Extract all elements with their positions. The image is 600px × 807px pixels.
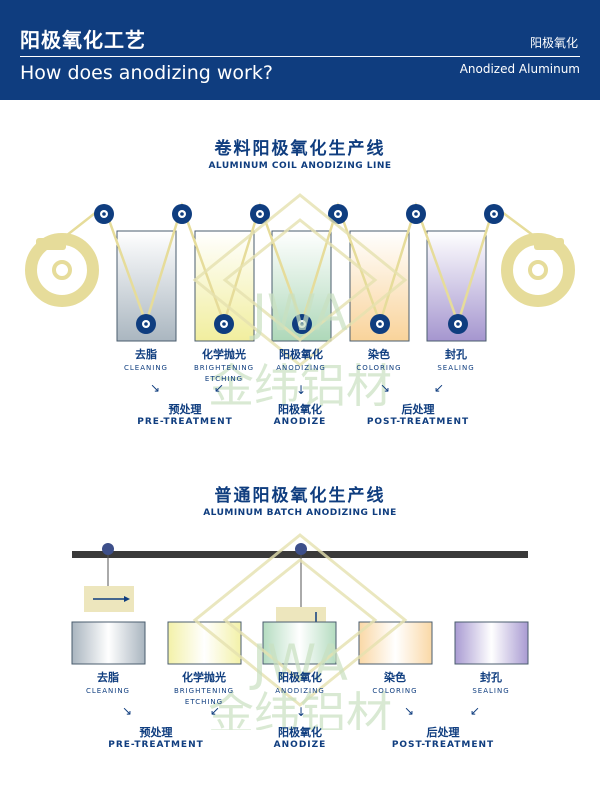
header-title-en: How does anodizing work? bbox=[20, 62, 273, 84]
batch-step-brightening: 化学抛光 BRIGHTENING ETCHING bbox=[154, 669, 254, 707]
batch-phase-pretreatment-cn: 预处理 bbox=[139, 726, 173, 739]
coil-line-title-en: ALUMINUM COIL ANODIZING LINE bbox=[208, 161, 392, 171]
coil-step-sealing-cn: 封孔 bbox=[445, 348, 467, 361]
trolley-left-icon bbox=[102, 543, 114, 586]
arrow-down-right-icon: ↘ bbox=[404, 704, 415, 718]
batch-step-cleaning-cn: 去脂 bbox=[97, 671, 119, 684]
coil-step-coloring-cn: 染色 bbox=[368, 348, 390, 361]
batch-tank-anodizing bbox=[262, 621, 337, 665]
batch-step-coloring-en: COLORING bbox=[372, 687, 418, 695]
batch-step-sealing-cn: 封孔 bbox=[480, 671, 502, 684]
coil-phase-anodize-cn: 阳极氧化 bbox=[278, 403, 322, 416]
coil-line-title: 卷料阳极氧化生产线 ALUMINUM COIL ANODIZING LINE bbox=[0, 134, 600, 171]
batch-phase-posttreatment-en: POST-TREATMENT bbox=[391, 740, 495, 750]
batch-line-title-cn: 普通阳极氧化生产线 bbox=[214, 486, 386, 506]
batch-step-anodizing: 阳极氧化 ANODIZING bbox=[250, 669, 350, 696]
coil-step-coloring-en: COLORING bbox=[356, 364, 402, 372]
batch-tank-cleaning bbox=[71, 621, 146, 665]
batch-step-anodizing-en: ANODIZING bbox=[275, 687, 325, 695]
header-tag-cn: 阳极氧化 bbox=[529, 36, 578, 50]
coil-step-brightening-cn: 化学抛光 bbox=[202, 348, 246, 361]
batch-step-sealing: 封孔 SEALING bbox=[441, 669, 541, 696]
coil-phase-anodize-en: ANODIZE bbox=[273, 417, 327, 427]
batch-step-coloring-cn: 染色 bbox=[384, 671, 406, 684]
coil-step-cleaning: 去脂 CLEANING bbox=[96, 346, 196, 373]
arrow-down-left-icon: ↙ bbox=[210, 704, 221, 718]
coil-phase-pretreatment-en: PRE-TREATMENT bbox=[137, 417, 233, 427]
header-divider bbox=[20, 56, 580, 57]
batch-phase-pretreatment: 预处理 PRE-TREATMENT bbox=[86, 724, 226, 750]
coil-step-cleaning-cn: 去脂 bbox=[135, 348, 157, 361]
batch-phase-anodize-en: ANODIZE bbox=[273, 740, 327, 750]
batch-line-title-en: ALUMINUM BATCH ANODIZING LINE bbox=[203, 508, 397, 518]
batch-tank-sealing bbox=[454, 621, 529, 665]
arrow-down-left-icon: ↙ bbox=[470, 704, 481, 718]
batch-step-brightening-en2: ETCHING bbox=[184, 698, 224, 706]
arrow-down-right-icon: ↘ bbox=[122, 704, 133, 718]
coil-step-coloring: 染色 COLORING bbox=[329, 346, 429, 373]
batch-step-brightening-cn: 化学抛光 bbox=[182, 671, 226, 684]
coil-step-anodizing-cn: 阳极氧化 bbox=[279, 348, 323, 361]
batch-step-anodizing-cn: 阳极氧化 bbox=[278, 671, 322, 684]
coil-step-brightening: 化学抛光 BRIGHTENING ETCHING bbox=[174, 346, 274, 384]
coil-phase-pretreatment: 预处理 PRE-TREATMENT bbox=[115, 401, 255, 427]
arrow-down-icon: ↓ bbox=[296, 705, 307, 719]
batch-phase-posttreatment-cn: 后处理 bbox=[426, 726, 460, 739]
arrow-down-right-icon: ↘ bbox=[150, 381, 161, 395]
header-tag-en: Anodized Aluminum bbox=[459, 62, 580, 76]
arrow-down-left-icon: ↙ bbox=[214, 381, 225, 395]
coil-step-anodizing-en: ANODIZING bbox=[276, 364, 326, 372]
top-roller-icons bbox=[94, 204, 504, 224]
arrow-down-icon: ↓ bbox=[296, 383, 307, 397]
batch-step-cleaning: 去脂 CLEANING bbox=[58, 669, 158, 696]
batch-line-title: 普通阳极氧化生产线 ALUMINUM BATCH ANODIZING LINE bbox=[0, 481, 600, 518]
batch-tank-brightening bbox=[167, 621, 242, 665]
coil-phase-posttreatment-en: POST-TREATMENT bbox=[366, 417, 470, 427]
coil-phase-posttreatment: 后处理 POST-TREATMENT bbox=[348, 401, 488, 427]
batch-step-coloring: 染色 COLORING bbox=[345, 669, 445, 696]
coil-step-cleaning-en: CLEANING bbox=[124, 364, 168, 372]
coil-step-brightening-en: BRIGHTENING bbox=[193, 364, 255, 372]
arrow-down-right-icon: ↘ bbox=[380, 381, 391, 395]
coil-step-sealing: 封孔 SEALING bbox=[406, 346, 506, 373]
coil-step-sealing-en: SEALING bbox=[437, 364, 475, 372]
right-coil-icon bbox=[501, 233, 575, 307]
coil-phase-pretreatment-cn: 预处理 bbox=[168, 403, 202, 416]
batch-tank-coloring bbox=[358, 621, 433, 665]
batch-step-brightening-en: BRIGHTENING bbox=[173, 687, 235, 695]
left-coil-icon bbox=[25, 233, 99, 307]
batch-phase-posttreatment: 后处理 POST-TREATMENT bbox=[373, 724, 513, 750]
batch-phase-anodize-cn: 阳极氧化 bbox=[278, 726, 322, 739]
coil-step-anodizing: 阳极氧化 ANODIZING bbox=[251, 346, 351, 373]
batch-phase-pretreatment-en: PRE-TREATMENT bbox=[108, 740, 204, 750]
batch-step-sealing-en: SEALING bbox=[472, 687, 510, 695]
arrow-down-left-icon: ↙ bbox=[434, 381, 445, 395]
batch-step-cleaning-en: CLEANING bbox=[86, 687, 130, 695]
coil-step-brightening-en2: ETCHING bbox=[204, 375, 244, 383]
coil-line-title-cn: 卷料阳极氧化生产线 bbox=[214, 139, 386, 159]
coil-phase-posttreatment-cn: 后处理 bbox=[401, 403, 435, 416]
coil-phase-anodize: 阳极氧化 ANODIZE bbox=[230, 401, 370, 427]
header-banner: 阳极氧化工艺 阳极氧化 How does anodizing work? Ano… bbox=[0, 0, 600, 100]
batch-phase-anodize: 阳极氧化 ANODIZE bbox=[230, 724, 370, 750]
header-title-cn: 阳极氧化工艺 bbox=[20, 28, 146, 52]
